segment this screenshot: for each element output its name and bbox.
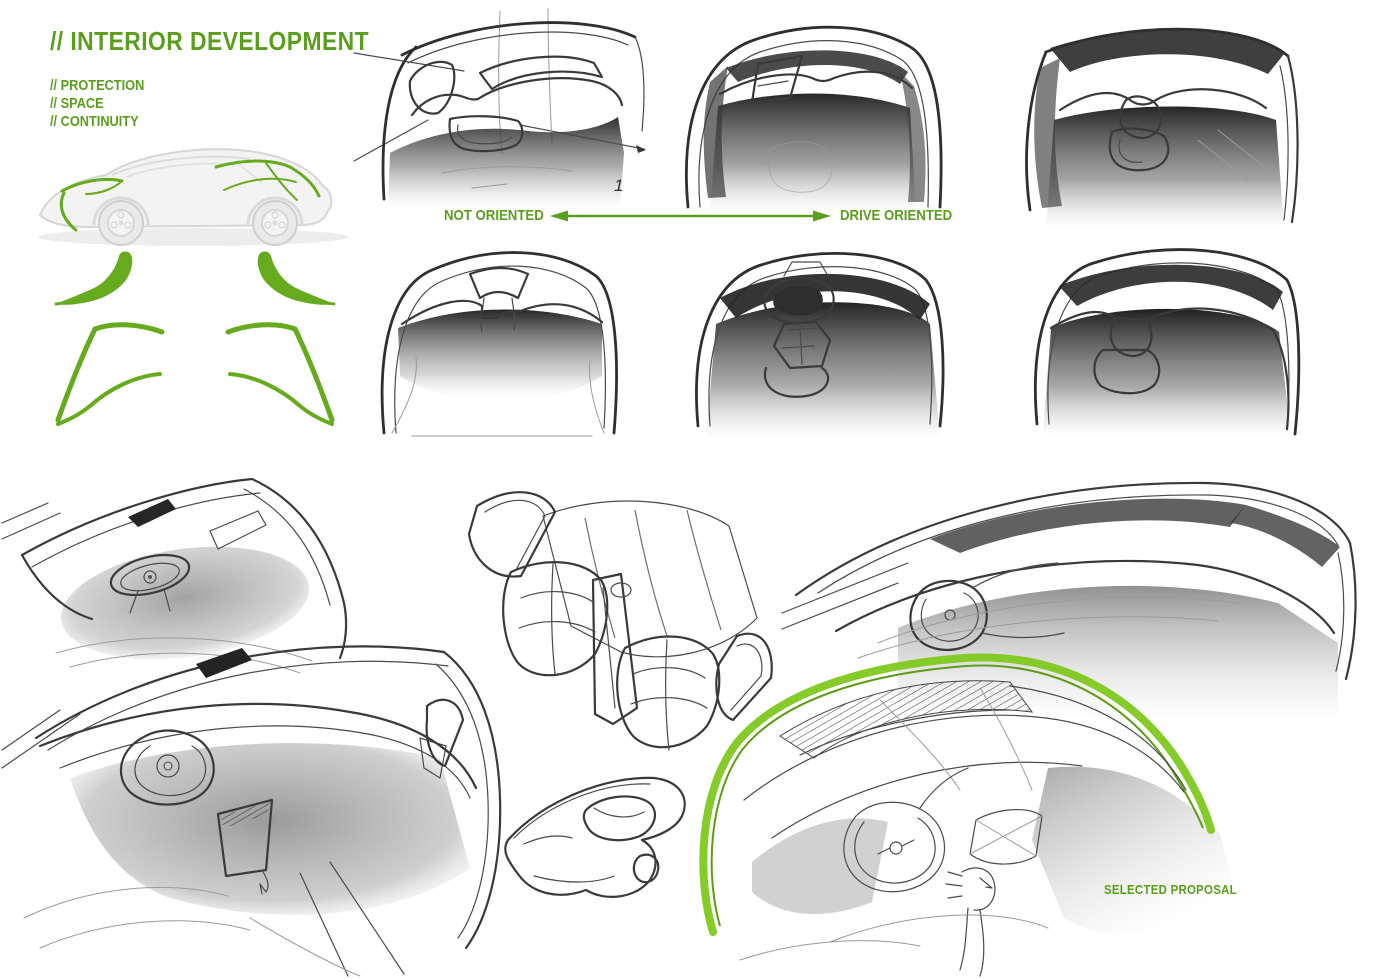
design-principles: // PROTECTION // SPACE // CONTINUITY bbox=[50, 77, 157, 131]
principle-item: // SPACE bbox=[50, 96, 104, 112]
dashboard-study-4 bbox=[380, 251, 618, 437]
spectrum-arrow bbox=[550, 210, 831, 222]
selected-proposal-label: SELECTED PROPOSAL bbox=[1104, 882, 1237, 897]
green-accent-lines bbox=[59, 159, 321, 232]
center-console-detail bbox=[504, 776, 686, 898]
spectrum-left-label: NOT ORIENTED bbox=[444, 207, 544, 224]
display-panel bbox=[969, 809, 1043, 865]
dashboard-study-3 bbox=[1025, 27, 1299, 228]
highlight-outline bbox=[699, 653, 1215, 936]
cockpit-perspective-large bbox=[1, 645, 502, 977]
spectrum-right-label: DRIVE ORIENTED bbox=[840, 207, 953, 224]
selected-proposal-cockpit bbox=[699, 653, 1236, 977]
sketch-number-annotation: 1 bbox=[614, 176, 624, 195]
wheel-front bbox=[98, 200, 144, 246]
steering-wheel bbox=[843, 767, 969, 893]
cockpit-perspective-small bbox=[1, 477, 348, 674]
exterior-car-sketch bbox=[38, 148, 348, 246]
seat-layout-top-view bbox=[425, 491, 773, 768]
dashboard-study-1 bbox=[353, 8, 646, 208]
hand-sketch bbox=[945, 867, 996, 977]
dashboard-study-2 bbox=[685, 25, 943, 212]
wheel-rear bbox=[252, 200, 298, 246]
principle-item: // PROTECTION bbox=[50, 78, 145, 94]
page-title: // INTERIOR DEVELOPMENT bbox=[50, 26, 370, 56]
dashboard-study-6 bbox=[1033, 248, 1301, 436]
principle-item: // CONTINUITY bbox=[50, 114, 139, 130]
green-motif bbox=[54, 249, 336, 431]
dashboard-study-5 bbox=[695, 252, 945, 438]
